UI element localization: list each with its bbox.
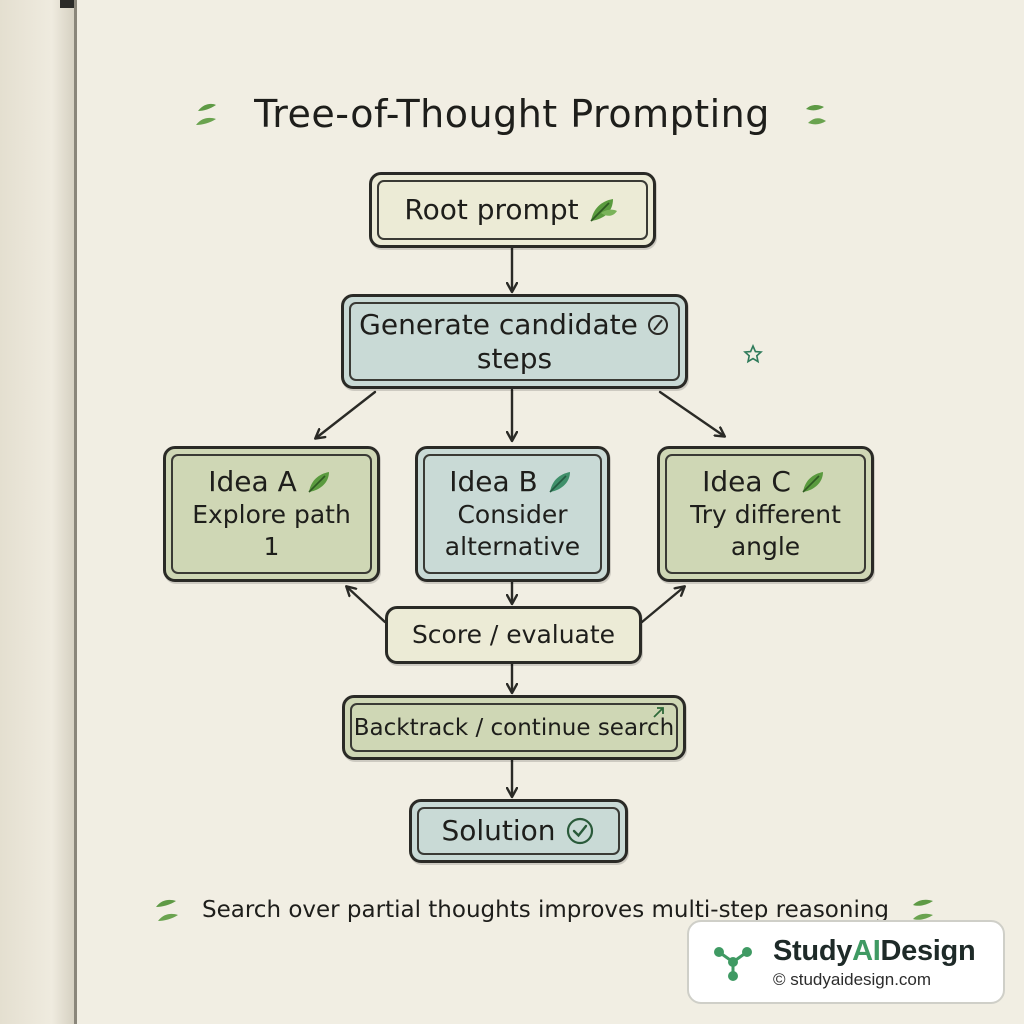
arrow-score-to-idea-a: [347, 587, 387, 624]
idea-b-line2: alternative: [444, 532, 581, 561]
leaf-icon: [549, 472, 570, 493]
footer-caption: Search over partial thoughts improves mu…: [150, 890, 950, 930]
brand-text: StudyAIDesign © studyaidesign.com: [773, 934, 976, 990]
idea-c-line2: angle: [730, 532, 801, 561]
idea-c-title: Idea C: [702, 465, 791, 498]
brand-badge[interactable]: StudyAIDesign © studyaidesign.com: [687, 920, 1005, 1004]
score-label: Score / evaluate: [411, 620, 616, 649]
leaf-icon: [589, 199, 617, 222]
network-logo-icon: [714, 947, 752, 981]
root-prompt-node: Root prompt: [369, 172, 656, 248]
idea-a-node: Idea A Explore path 1: [163, 446, 380, 582]
sprig-icon: [805, 105, 826, 125]
idea-a-title: Idea A: [208, 465, 297, 498]
idea-b-node: Idea B Consider alternative: [415, 446, 610, 582]
brand-name: StudyAIDesign: [773, 934, 976, 968]
page-title: Tree-of-Thought Prompting: [254, 92, 770, 136]
generate-label-line2: steps: [476, 341, 553, 375]
spine-tab: [60, 0, 76, 8]
arrow-score-to-idea-c: [640, 587, 684, 624]
brand-name-part2: AI: [852, 934, 881, 967]
solution-node: Solution: [409, 799, 628, 863]
idea-c-line1: Try different: [690, 500, 841, 529]
title-row: Tree-of-Thought Prompting: [0, 84, 1024, 144]
root-prompt-label: Root prompt: [404, 193, 579, 226]
backtrack-label: Backtrack / continue search: [353, 714, 675, 741]
brand-name-part1: Study: [773, 934, 853, 967]
generate-steps-node: Generate candidate steps: [341, 294, 763, 389]
arrow-generate-to-idea-c: [658, 390, 724, 436]
generate-label-line1: Generate candidate: [359, 307, 638, 341]
solution-label: Solution: [441, 814, 556, 847]
arrow-up-right-icon: [653, 707, 664, 718]
compass-icon: [647, 314, 668, 335]
leaf-icon: [308, 472, 329, 493]
idea-b-title: Idea B: [449, 465, 538, 498]
notebook-spine: [0, 0, 74, 1024]
backtrack-node: Backtrack / continue search: [342, 695, 686, 760]
idea-b-line1: Consider: [457, 500, 568, 529]
sprig-icon: [913, 899, 934, 920]
star-icon: [742, 343, 763, 363]
idea-a-line1: Explore path: [192, 500, 351, 529]
brand-name-part3: Design: [880, 934, 976, 967]
arrow-generate-to-idea-a: [316, 390, 377, 438]
score-node: Score / evaluate: [385, 606, 642, 664]
leaf-icon: [802, 472, 823, 493]
sprig-icon: [156, 899, 178, 921]
footer-text: Search over partial thoughts improves mu…: [202, 897, 890, 923]
check-circle-icon: [566, 817, 593, 845]
sprig-icon: [196, 103, 217, 125]
idea-c-node: Idea C Try different angle: [657, 446, 874, 582]
idea-a-line2: 1: [263, 532, 280, 561]
brand-url: © studyaidesign.com: [773, 969, 932, 989]
